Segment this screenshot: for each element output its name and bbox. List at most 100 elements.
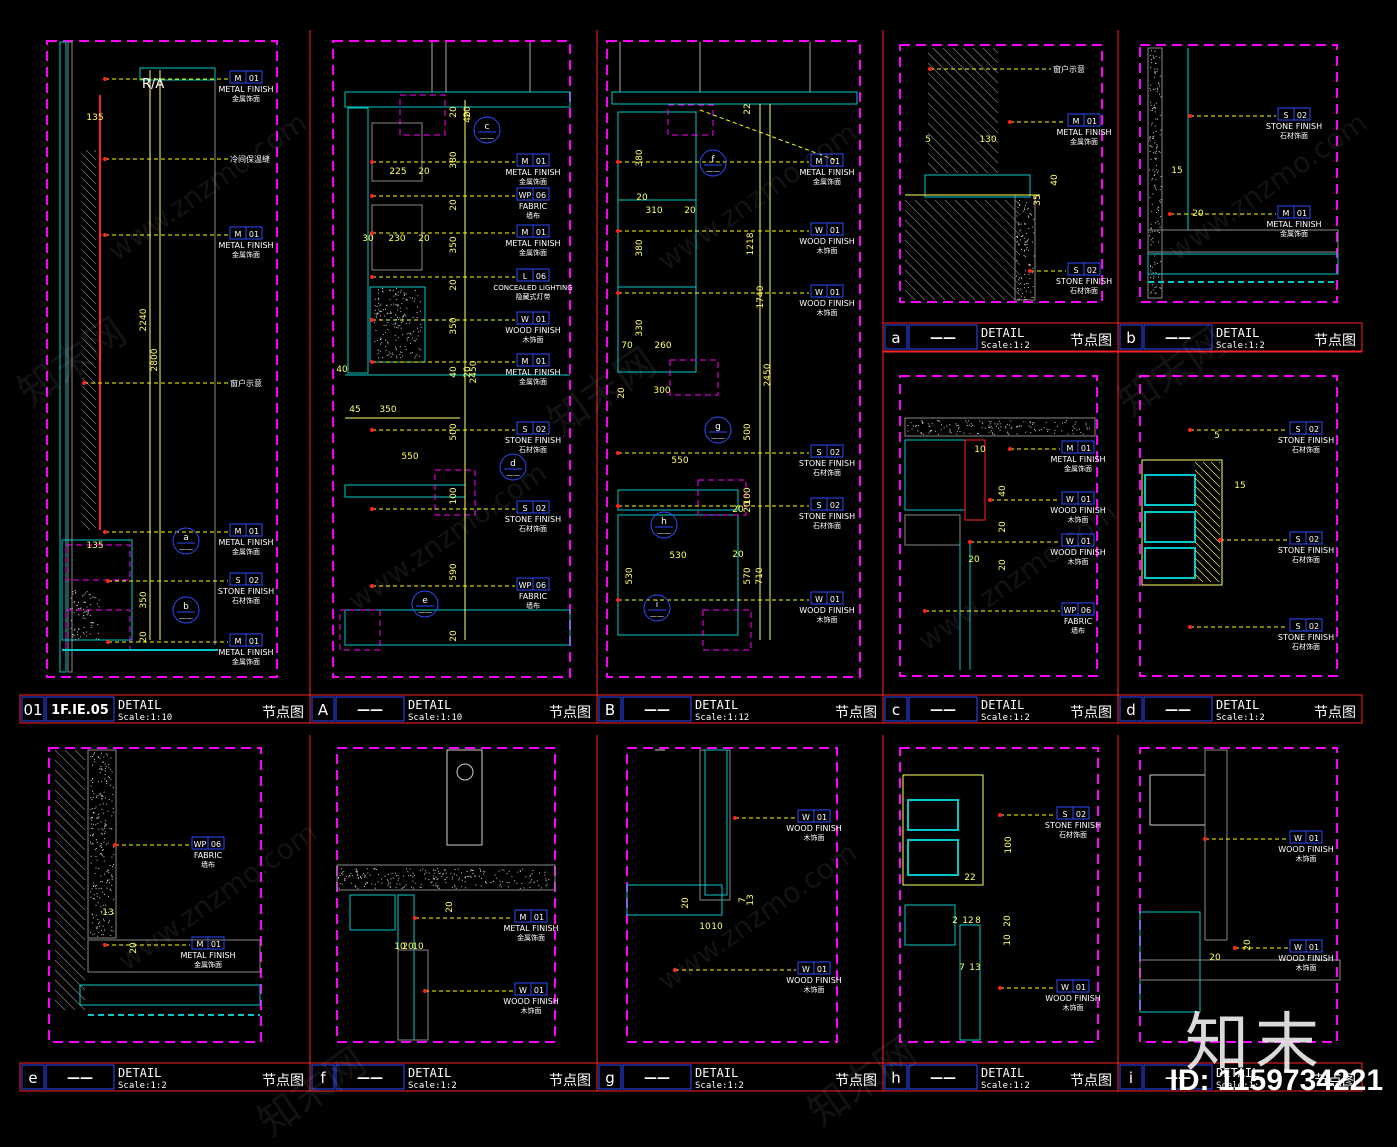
- stipple-dot: [405, 348, 407, 350]
- hatch-line: [1194, 517, 1221, 544]
- title-block-border: [1117, 694, 1363, 724]
- dimension-label: 20: [449, 630, 459, 642]
- dimension-label: 13: [969, 963, 980, 973]
- stipple-dot: [97, 757, 99, 759]
- tag-label: FABRIC: [1064, 617, 1093, 626]
- stipple-dot: [969, 433, 971, 435]
- hatch-line: [1194, 573, 1204, 583]
- stipple-dot: [90, 843, 92, 845]
- stipple-dot: [998, 420, 1000, 422]
- tag-number: 01: [1297, 209, 1307, 218]
- tag-number: 06: [1081, 606, 1091, 615]
- leader-dot: [923, 609, 927, 613]
- title-id: f: [320, 1069, 326, 1087]
- stipple-dot: [101, 911, 103, 913]
- tag-cn: 墙布: [201, 860, 215, 869]
- stipple-dot: [434, 872, 436, 874]
- stipple-dot: [397, 327, 399, 329]
- title-label: DETAIL: [1216, 698, 1259, 712]
- stipple-dot: [412, 876, 414, 878]
- ceiling-detail: [139, 67, 216, 81]
- title-code-box: [1143, 324, 1213, 350]
- stipple-dot: [1151, 231, 1153, 233]
- title-cn: 节点图: [835, 705, 877, 721]
- leader-dot: [370, 318, 374, 322]
- leader-dot: [1188, 428, 1192, 432]
- stipple-dot: [470, 869, 472, 871]
- stipple-dot: [390, 356, 392, 358]
- stipple-dot: [90, 597, 92, 599]
- stipple-dot: [1028, 228, 1030, 230]
- stipple-dot: [483, 871, 485, 873]
- tag-label: FABRIC: [194, 851, 223, 860]
- stipple-dot: [108, 879, 110, 881]
- stipple-dot: [91, 816, 93, 818]
- stipple-dot: [358, 877, 360, 879]
- stipple-dot: [92, 596, 94, 598]
- dimension-label: 20: [1003, 915, 1013, 927]
- panel-frame: [1139, 44, 1338, 303]
- stipple-dot: [386, 304, 388, 306]
- stipple-dot: [1085, 422, 1087, 424]
- stipple-dot: [418, 348, 420, 350]
- stipple-dot: [437, 871, 439, 873]
- dimension-label: 500: [449, 423, 459, 440]
- stipple-dot: [1027, 286, 1029, 288]
- title-id: i: [1129, 1069, 1133, 1087]
- stipple-dot: [1016, 215, 1018, 217]
- callout-box: [399, 94, 446, 136]
- stipple-dot: [438, 873, 440, 875]
- stipple-dot: [98, 931, 100, 933]
- stipple-dot: [1027, 282, 1029, 284]
- stipple-dot: [1154, 174, 1156, 176]
- panel-stipple: [90, 752, 115, 937]
- stipple-dot: [1152, 272, 1154, 274]
- stipple-dot: [1153, 275, 1155, 277]
- stipple-dot: [1018, 244, 1020, 246]
- stipple-dot: [360, 876, 362, 878]
- stipple-dot: [1028, 425, 1030, 427]
- stipple-dot: [397, 879, 399, 881]
- tag-cn: 金属饰面: [517, 933, 545, 942]
- stipple-dot: [112, 910, 114, 912]
- stipple-dot: [1028, 264, 1030, 266]
- stipple-dot: [411, 297, 413, 299]
- stipple-dot: [1033, 232, 1035, 234]
- hinge-bracket: [1149, 774, 1206, 826]
- stipple-dot: [436, 885, 438, 887]
- hatch-line: [927, 122, 979, 174]
- stipple-dot: [366, 882, 368, 884]
- tag-label: STONE FINISH: [1056, 277, 1112, 286]
- wall-section: [1147, 47, 1163, 299]
- stipple-dot: [395, 322, 397, 324]
- stipple-dot: [83, 601, 85, 603]
- stipple-dot: [378, 302, 380, 304]
- stipple-dot: [929, 430, 931, 432]
- stipple-dot: [533, 881, 535, 883]
- callout-letter: b: [183, 602, 189, 612]
- stipple-dot: [1028, 216, 1030, 218]
- stipple-dot: [92, 835, 94, 837]
- stipple-dot: [393, 323, 395, 325]
- hatch-line: [54, 849, 86, 881]
- stipple-dot: [425, 870, 427, 872]
- stipple-dot: [366, 868, 368, 870]
- hatch-line: [81, 225, 97, 241]
- stipple-dot: [385, 339, 387, 341]
- stipple-dot: [1160, 185, 1162, 187]
- stipple-dot: [1082, 433, 1084, 435]
- stipple-dot: [102, 795, 104, 797]
- stipple-dot: [112, 794, 114, 796]
- stipple-dot: [111, 875, 113, 877]
- stipple-dot: [1156, 144, 1158, 146]
- stipple-dot: [96, 895, 98, 897]
- stipple-dot: [70, 620, 72, 622]
- stipple-dot: [399, 317, 401, 319]
- leader-dot: [423, 989, 427, 993]
- wall-hatch: [54, 749, 86, 1011]
- stipple-dot: [1159, 134, 1161, 136]
- stipple-dot: [96, 816, 98, 818]
- hatch-line: [81, 281, 97, 297]
